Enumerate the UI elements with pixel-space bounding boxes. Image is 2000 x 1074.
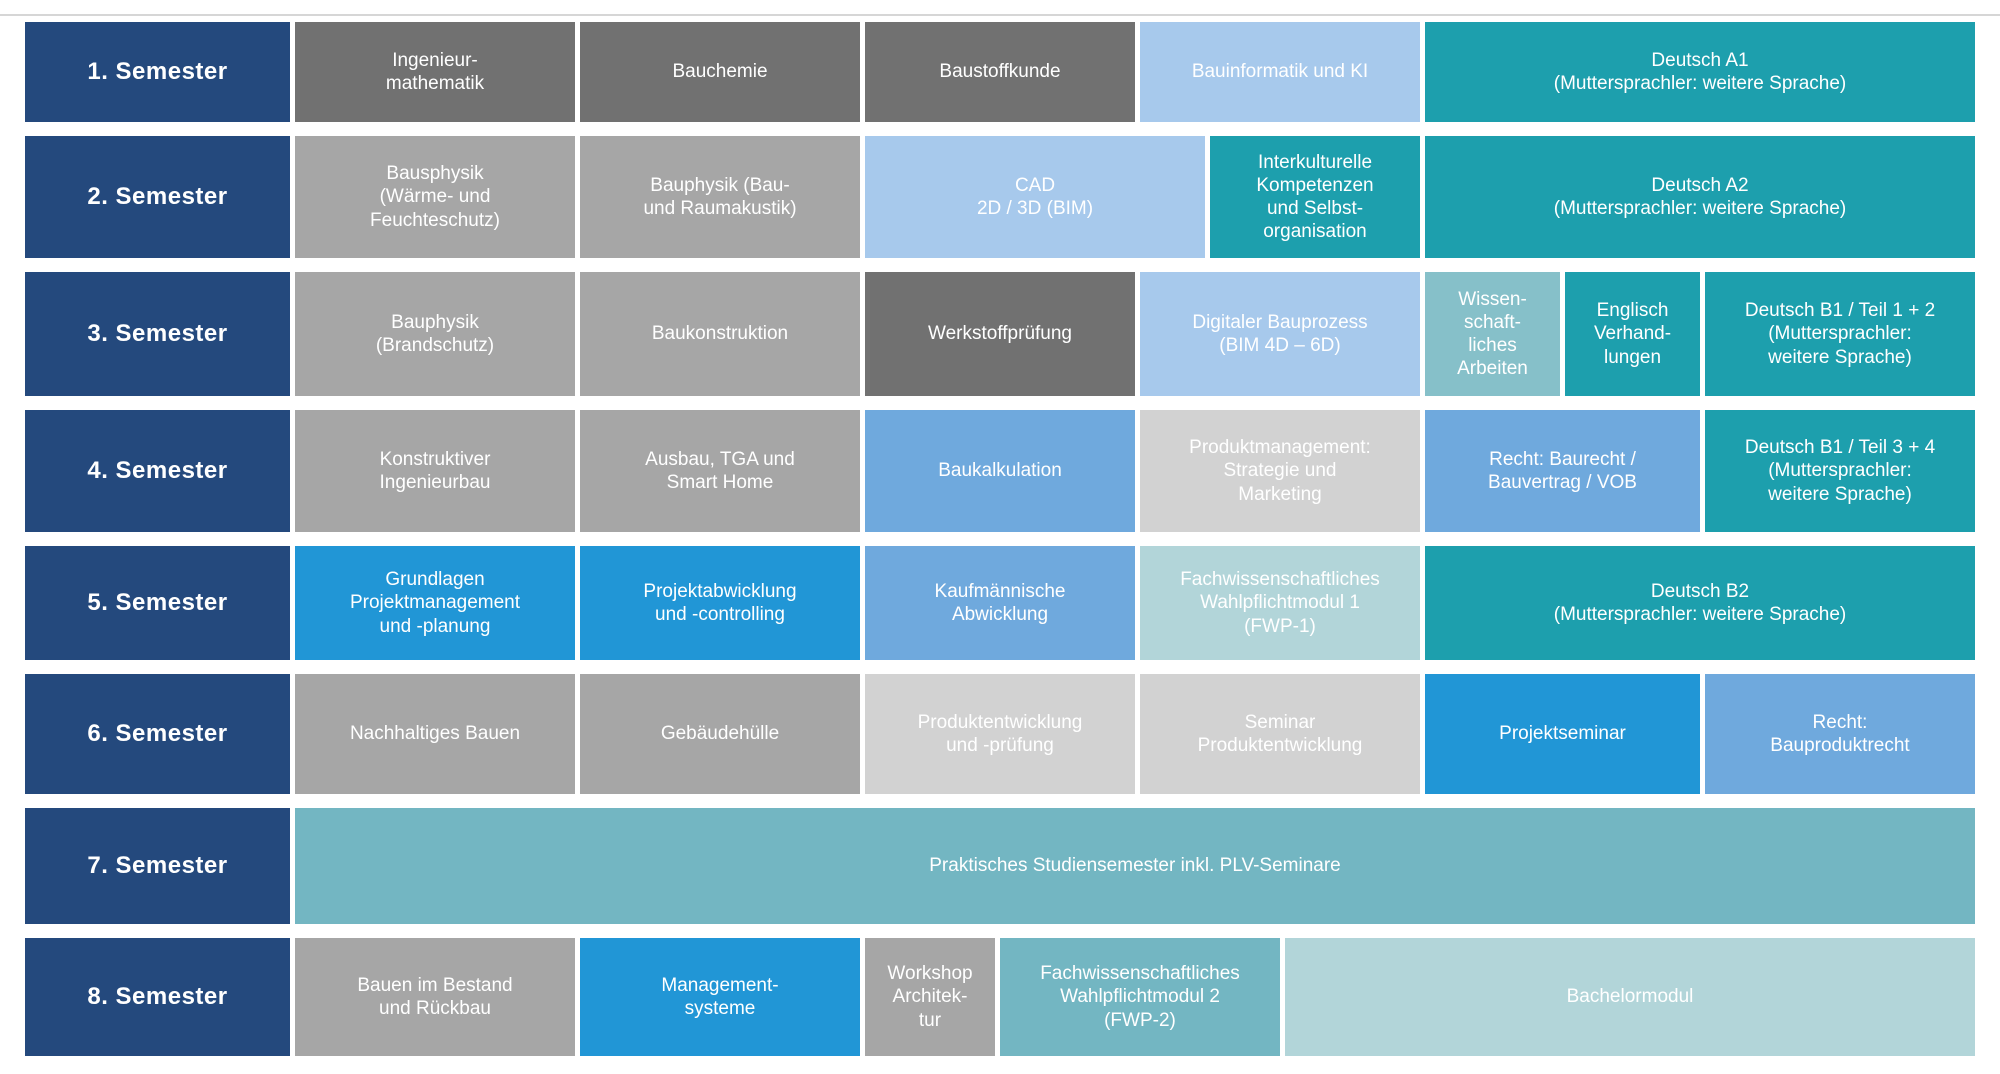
- module-cell: Bachelormodul: [1285, 938, 1975, 1056]
- module-cell: Projektseminar: [1425, 674, 1700, 794]
- module-cell: Interkulturelle Kompetenzen und Selbst- …: [1210, 136, 1420, 258]
- module-cell: Workshop Architek- tur: [865, 938, 995, 1056]
- module-cell: Deutsch B1 / Teil 3 + 4 (Muttersprachler…: [1705, 410, 1975, 532]
- module-cell: Recht: Bauproduktrecht: [1705, 674, 1975, 794]
- module-cell: Deutsch A2 (Muttersprachler: weitere Spr…: [1425, 136, 1975, 258]
- module-cell: Deutsch B1 / Teil 1 + 2 (Muttersprachler…: [1705, 272, 1975, 396]
- module-cell: Baustoffkunde: [865, 22, 1135, 122]
- module-cell: Bauphysik (Brandschutz): [295, 272, 575, 396]
- module-cell: Kaufmännische Abwicklung: [865, 546, 1135, 660]
- semester-label: 6. Semester: [25, 674, 290, 794]
- module-cell: Fachwissenschaftliches Wahlpflichtmodul …: [1000, 938, 1280, 1056]
- module-cell: Fachwissenschaftliches Wahlpflichtmodul …: [1140, 546, 1420, 660]
- module-cell: Projektabwicklung und -controlling: [580, 546, 860, 660]
- module-cell: Gebäudehülle: [580, 674, 860, 794]
- module-cell: Deutsch B2 (Muttersprachler: weitere Spr…: [1425, 546, 1975, 660]
- module-cell: Seminar Produktentwicklung: [1140, 674, 1420, 794]
- module-cell: Ausbau, TGA und Smart Home: [580, 410, 860, 532]
- module-cell: Bausphysik (Wärme- und Feuchteschutz): [295, 136, 575, 258]
- module-cell: Bauen im Bestand und Rückbau: [295, 938, 575, 1056]
- module-cell: Bauchemie: [580, 22, 860, 122]
- semester-label: 7. Semester: [25, 808, 290, 924]
- semester-label: 4. Semester: [25, 410, 290, 532]
- module-cell: Grundlagen Projektmanagement und -planun…: [295, 546, 575, 660]
- module-cell: Baukonstruktion: [580, 272, 860, 396]
- module-cell: Digitaler Bauprozess (BIM 4D – 6D): [1140, 272, 1420, 396]
- module-cell: Bauinformatik und KI: [1140, 22, 1420, 122]
- module-cell: Recht: Baurecht / Bauvertrag / VOB: [1425, 410, 1700, 532]
- semester-label: 2. Semester: [25, 136, 290, 258]
- module-cell: Produktentwicklung und -prüfung: [865, 674, 1135, 794]
- module-cell: Management- systeme: [580, 938, 860, 1056]
- module-cell: Ingenieur- mathematik: [295, 22, 575, 122]
- module-cell: Deutsch A1 (Muttersprachler: weitere Spr…: [1425, 22, 1975, 122]
- module-cell: Bauphysik (Bau- und Raumakustik): [580, 136, 860, 258]
- top-divider: [0, 14, 2000, 16]
- semester-label: 3. Semester: [25, 272, 290, 396]
- module-cell: Englisch Verhand- lungen: [1565, 272, 1700, 396]
- semester-label: 8. Semester: [25, 938, 290, 1056]
- module-cell: Nachhaltiges Bauen: [295, 674, 575, 794]
- module-cell: Konstruktiver Ingenieurbau: [295, 410, 575, 532]
- module-cell: Werkstoffprüfung: [865, 272, 1135, 396]
- module-cell: Praktisches Studiensemester inkl. PLV-Se…: [295, 808, 1975, 924]
- module-cell: CAD 2D / 3D (BIM): [865, 136, 1205, 258]
- module-cell: Baukalkulation: [865, 410, 1135, 532]
- module-cell: Wissen- schaft- liches Arbeiten: [1425, 272, 1560, 396]
- semester-label: 5. Semester: [25, 546, 290, 660]
- module-cell: Produktmanagement: Strategie und Marketi…: [1140, 410, 1420, 532]
- semester-label: 1. Semester: [25, 22, 290, 122]
